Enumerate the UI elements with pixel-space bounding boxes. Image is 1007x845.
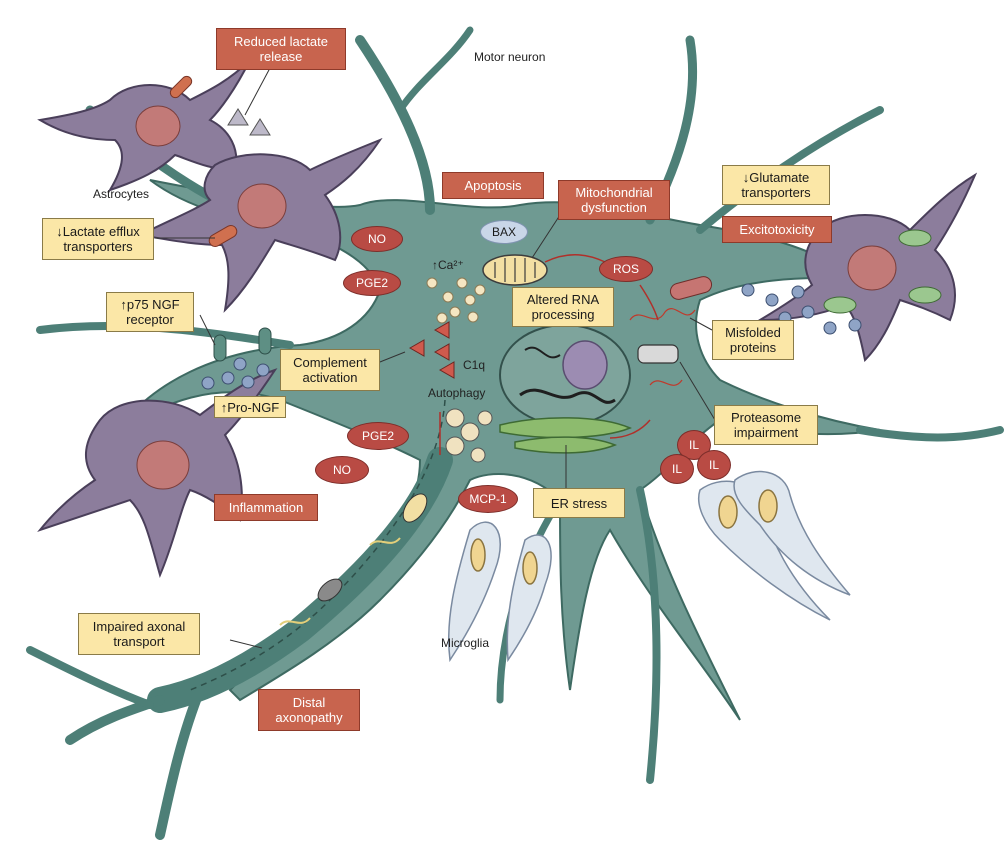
- altered-rna-processing-box: Altered RNA processing: [512, 287, 614, 327]
- inflammation-box: Inflammation: [214, 494, 318, 521]
- microglia-label: Microglia: [441, 636, 489, 650]
- microglia-nucleus-2: [523, 552, 537, 584]
- lactate-triangle-1: [228, 109, 248, 125]
- astrocytes-label: Astrocytes: [93, 187, 149, 201]
- microglia-nucleus-4: [759, 490, 777, 522]
- microglia-nucleus-1: [471, 539, 485, 571]
- c1q-label: C1q: [463, 358, 485, 372]
- neuron-dendrite-top: [360, 40, 430, 210]
- bax-oval: BAX: [480, 220, 528, 244]
- pge2-oval-mid: PGE2: [347, 422, 409, 450]
- p75-ngf-receptor-box: ↑p75 NGF receptor: [106, 292, 194, 332]
- axon-terminal-3: [30, 650, 150, 705]
- neuron-dendrite-top-branch: [400, 30, 470, 110]
- calcium-label: ↑Ca²⁺: [432, 258, 464, 272]
- astrocyte-nucleus-1: [136, 106, 180, 146]
- proteasome: [638, 345, 678, 363]
- complement-activation-box: Complement activation: [280, 349, 380, 391]
- er-stress-box: ER stress: [533, 488, 625, 518]
- mcp1-oval: MCP-1: [458, 485, 518, 513]
- excitotoxicity-box: Excitotoxicity: [722, 216, 832, 243]
- misfolded-proteins-box: Misfolded proteins: [712, 320, 794, 360]
- lactate-efflux-transporters-box: ↓Lactate efflux transporters: [42, 218, 154, 260]
- no-oval-mid: NO: [315, 456, 369, 484]
- apoptosis-box: Apoptosis: [442, 172, 544, 199]
- astrocyte-nucleus-3: [137, 441, 189, 489]
- no-oval-top: NO: [351, 226, 403, 252]
- proteasome-impairment-box: Proteasome impairment: [714, 405, 818, 445]
- glutamate-transporter-3: [824, 297, 856, 313]
- lactate-triangle-2: [250, 119, 270, 135]
- p75-receptor-2: [259, 328, 271, 354]
- ros-oval: ROS: [599, 256, 653, 282]
- glutamate-transporter-1: [899, 230, 931, 246]
- neuron-dendrite-right: [860, 430, 1000, 438]
- mitochondrial-dysfunction-box: Mitochondrial dysfunction: [558, 180, 670, 220]
- motor-neuron-label: Motor neuron: [474, 50, 545, 64]
- astrocyte-bottom-left: [40, 328, 275, 575]
- astrocyte-nucleus-2: [238, 184, 286, 228]
- microglia-right: [699, 472, 850, 620]
- pge2-oval-top: PGE2: [343, 270, 401, 296]
- microglia-nucleus-3: [719, 496, 737, 528]
- autophagy-label: Autophagy: [428, 386, 485, 400]
- distal-axonopathy-box: Distal axonopathy: [258, 689, 360, 731]
- p75-receptor-1: [214, 335, 226, 361]
- reduced-lactate-release-box: Reduced lactate release: [216, 28, 346, 70]
- glutamate-transporter-2: [909, 287, 941, 303]
- il-oval-3: IL: [697, 450, 731, 480]
- pro-ngf-box: ↑Pro-NGF: [214, 396, 286, 418]
- il-oval-2: IL: [660, 454, 694, 484]
- neuron-nucleolus: [563, 341, 607, 389]
- impaired-axonal-transport-box: Impaired axonal transport: [78, 613, 200, 655]
- glutamate-transporters-box: ↓Glutamate transporters: [722, 165, 830, 205]
- astrocyte-nucleus-4: [848, 246, 896, 290]
